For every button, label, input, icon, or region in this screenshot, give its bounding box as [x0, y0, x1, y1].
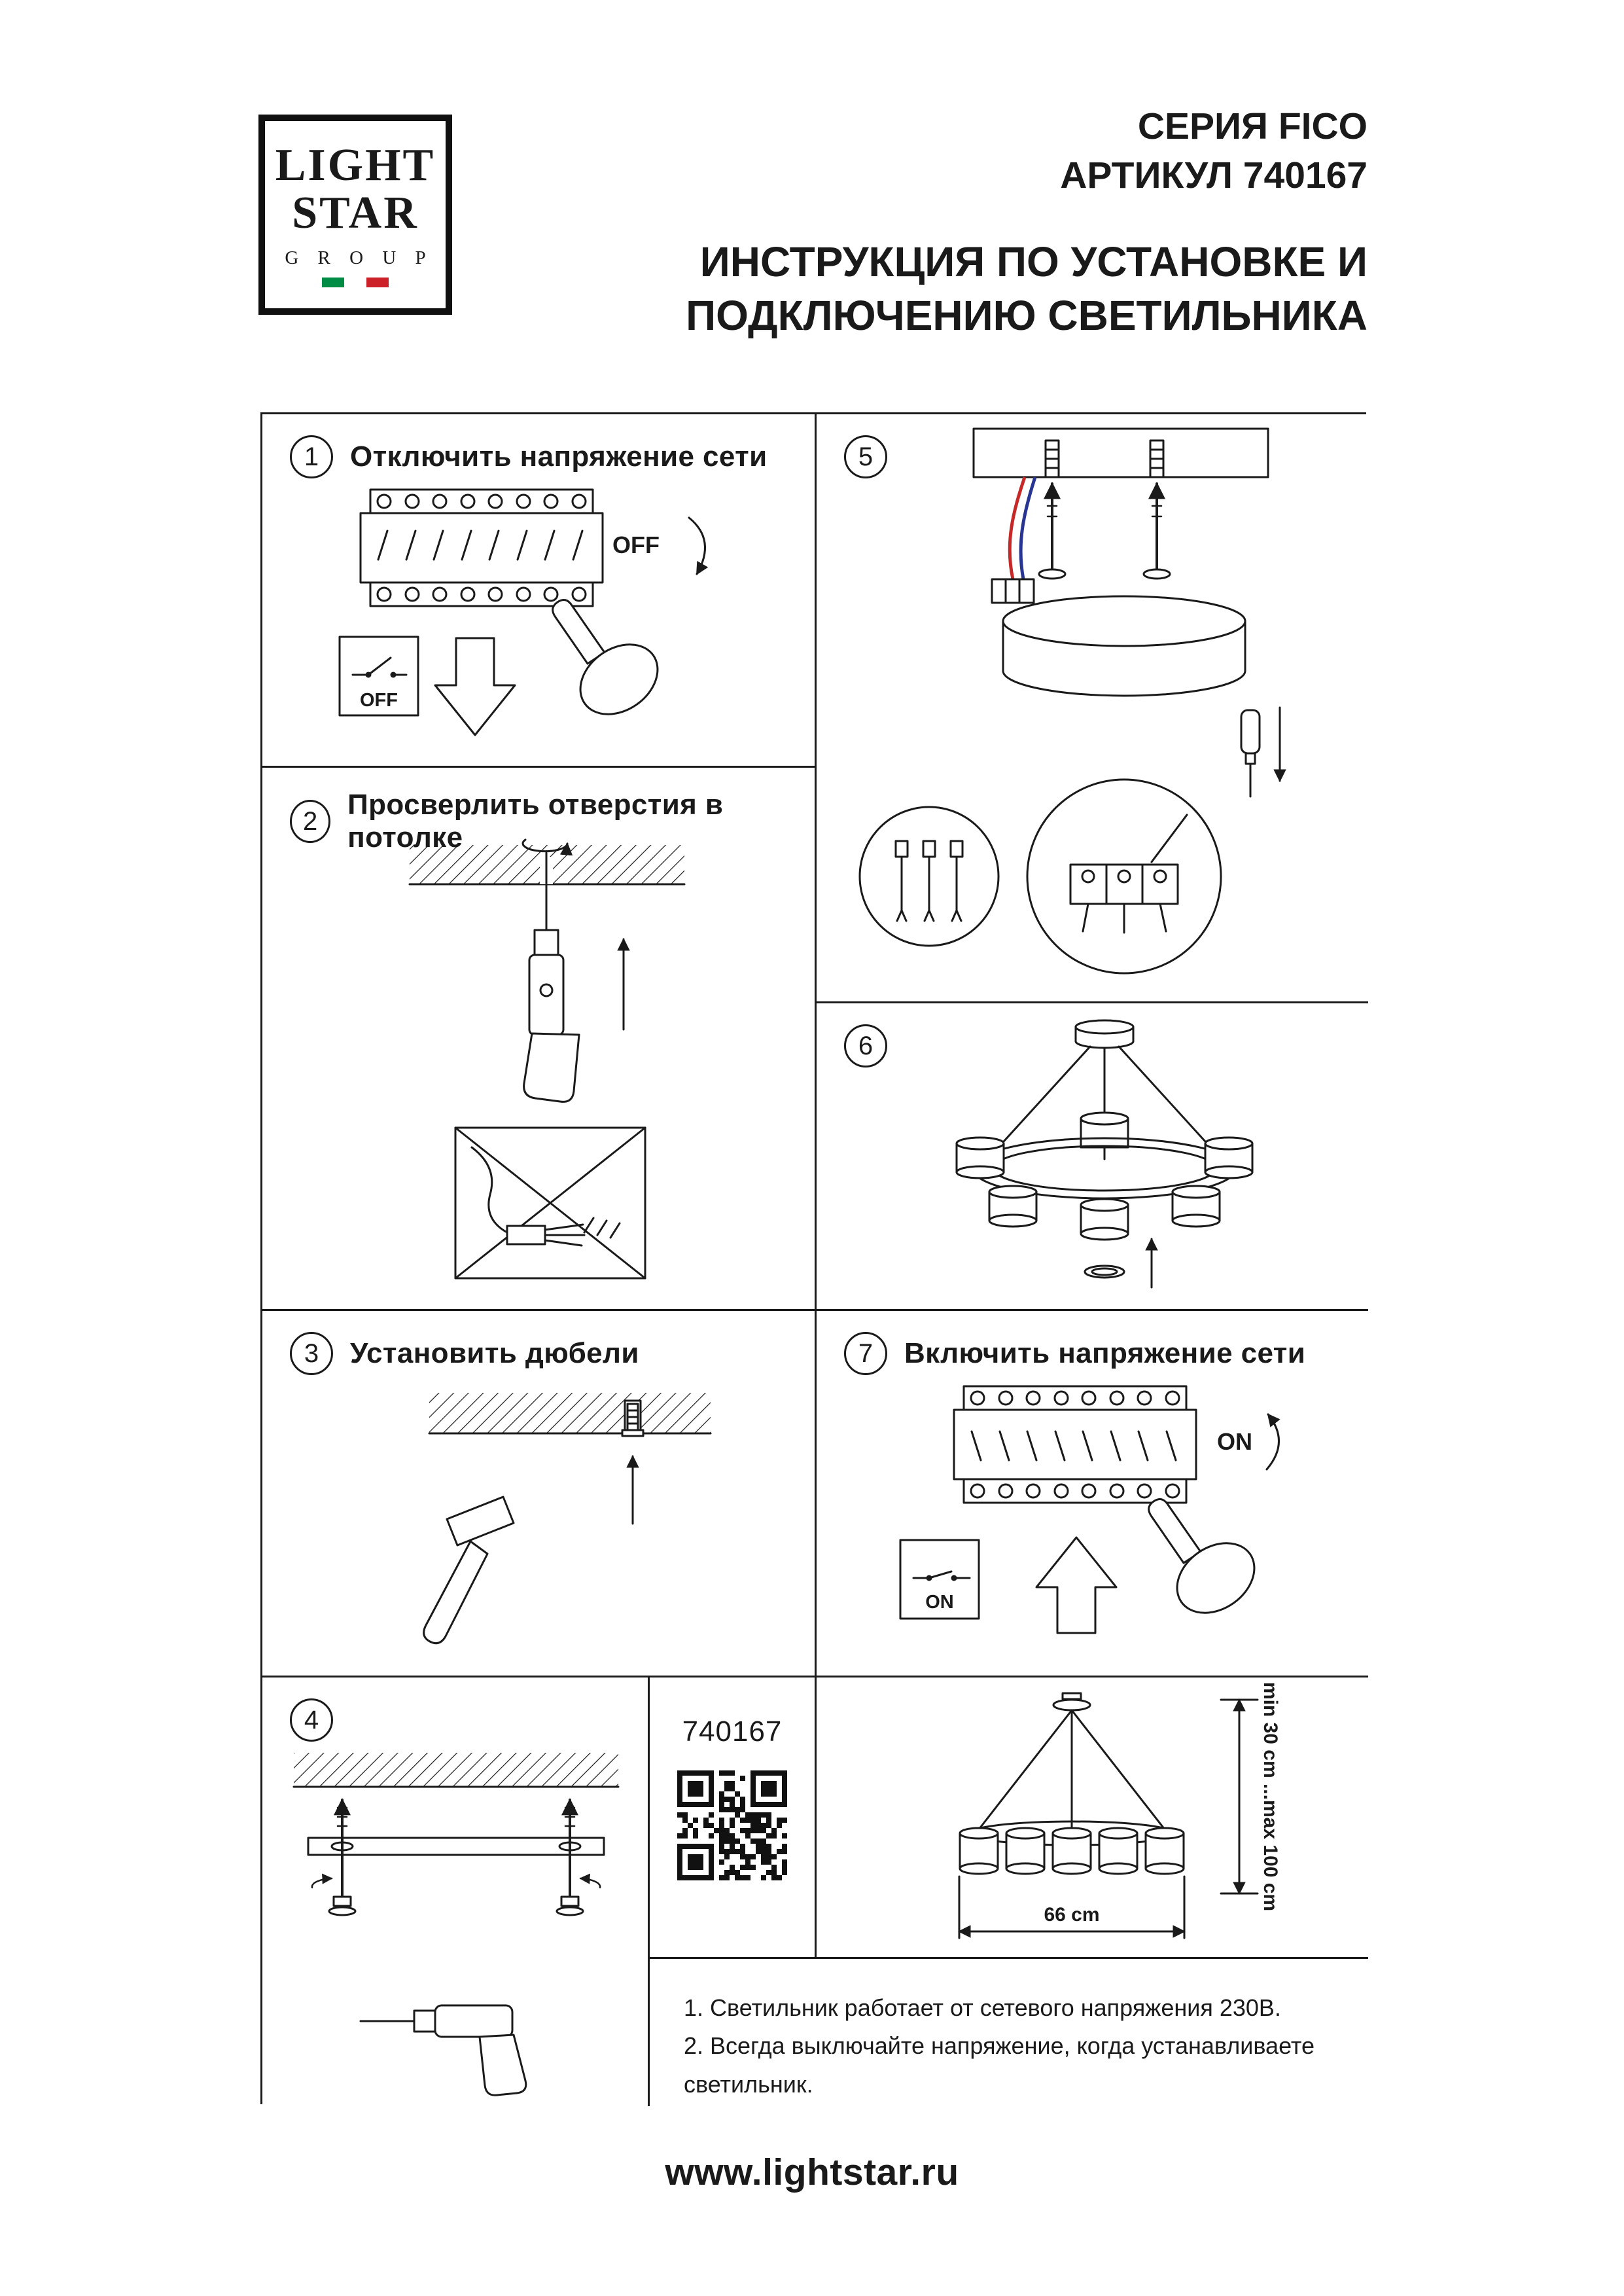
down-arrow-icon	[434, 637, 516, 736]
lightstar-logo: LIGHT STAR G R O U P	[258, 115, 452, 315]
step-4-number: 4	[290, 1698, 333, 1742]
step-5-number: 5	[844, 435, 887, 478]
switch-off-icon: OFF	[338, 636, 419, 717]
step-2-cell: 2 Просверлить отверстия в потолке	[262, 768, 817, 1311]
step-4-cell: 4	[262, 1677, 650, 2106]
breaker-on-diagram: ON ON	[899, 1385, 1280, 1634]
step-3-label: Установить дюбели	[350, 1337, 639, 1369]
document-header: СЕРИЯ FICO АРТИКУЛ 740167 ИНСТРУКЦИЯ ПО …	[686, 102, 1368, 343]
blue-wire	[1019, 476, 1037, 580]
logo-word-star: STAR	[292, 187, 419, 238]
article-number: 740167	[682, 1715, 783, 1748]
step-5-cell: 5	[817, 414, 1368, 1003]
article-title: АРТИКУЛ 740167	[1060, 154, 1368, 197]
logo-word-group: G R O U P	[285, 247, 433, 269]
step-6-number: 6	[844, 1024, 887, 1067]
page-title-line2: ПОДКЛЮЧЕНИЮ СВЕТИЛЬНИКА	[686, 292, 1368, 340]
step-1-number: 1	[290, 435, 333, 478]
hand-icon	[1148, 1498, 1256, 1614]
hidden-cable-warning-icon	[454, 1126, 646, 1280]
italy-flag	[322, 278, 389, 288]
page-title-line1: ИНСТРУКЦИЯ ПО УСТАНОВКЕ И	[699, 238, 1368, 286]
terminal-detail-circle	[1026, 778, 1222, 975]
dimensions-cell: min 30 cm ...max 100 cm 66 cm	[817, 1677, 1368, 1959]
shade-cylinders	[959, 1827, 1185, 1875]
notes-cell: 1. Светильник работает от сетевого напря…	[650, 1959, 1368, 2106]
website-url: www.lightstar.ru	[665, 2151, 959, 2193]
instruction-grid: 1 Отключить напряжение сети OFF	[260, 412, 1368, 2106]
step-6-cell: 6	[817, 1003, 1368, 1311]
step-7-label: Включить напряжение сети	[904, 1337, 1306, 1369]
shade-cylinders	[955, 1136, 1254, 1241]
step-2-label: Просверлить отверстия в потолке	[347, 789, 724, 853]
step-2-header: 2 Просверлить отверстия в потолке	[290, 789, 815, 854]
height-range-label: min 30 cm ...max 100 cm	[1260, 1682, 1281, 1911]
step-7-number: 7	[844, 1332, 887, 1375]
wiring-mount-diagram	[858, 427, 1286, 975]
hammer-icon	[423, 1496, 515, 1645]
red-wire	[1008, 476, 1027, 580]
power-screwdriver-icon	[359, 2004, 527, 2096]
step-1-cell: 1 Отключить напряжение сети OFF	[262, 414, 817, 768]
breaker-on-label: ON	[1217, 1428, 1252, 1455]
step-3-header: 3 Установить дюбели	[290, 1332, 639, 1375]
step-3-number: 3	[290, 1332, 333, 1375]
switch-on-icon: ON	[899, 1539, 980, 1620]
dowel-hammer-diagram	[423, 1393, 712, 1645]
step-4-header: 4	[290, 1698, 333, 1742]
dimensions-diagram: min 30 cm ...max 100 cm 66 cm	[958, 1682, 1281, 1939]
qr-code	[677, 1770, 787, 1880]
width-label: 66 cm	[1044, 1904, 1099, 1926]
switch-on-label: ON	[925, 1592, 954, 1613]
logo-word-light: LIGHT	[275, 139, 436, 190]
wire-ends-detail-circle	[858, 806, 1000, 947]
step-5-header: 5	[844, 435, 887, 478]
breaker-off-label: OFF	[612, 531, 660, 558]
step-6-header: 6	[844, 1024, 887, 1067]
step-2-number: 2	[290, 800, 331, 843]
step-1-label: Отключить напряжение сети	[350, 440, 768, 473]
page-title: ИНСТРУКЦИЯ ПО УСТАНОВКЕ И ПОДКЛЮЧЕНИЮ СВ…	[686, 236, 1368, 343]
breaker-off-diagram: OFF OFF	[338, 488, 709, 736]
drill-ceiling-diagram	[408, 838, 686, 1280]
up-arrow-icon	[1035, 1536, 1118, 1634]
hand-icon	[552, 598, 659, 715]
note-line-2: 2. Всегда выключайте напряжение, когда у…	[684, 2032, 1315, 2098]
mounting-bar-diagram	[292, 1753, 620, 2096]
screwdriver-icon	[1240, 709, 1261, 798]
qr-cell: 740167	[650, 1677, 817, 1959]
step-3-cell: 3 Установить дюбели	[262, 1311, 817, 1677]
step-1-header: 1 Отключить напряжение сети	[290, 435, 768, 478]
switch-off-label: OFF	[360, 690, 398, 711]
note-line-1: 1. Светильник работает от сетевого напря…	[684, 1994, 1281, 2021]
step-7-cell: 7 Включить напряжение сети ON	[817, 1311, 1368, 1677]
chandelier-assembly-diagram	[955, 1019, 1254, 1289]
series-title: СЕРИЯ FICO	[1137, 105, 1368, 147]
step-7-header: 7 Включить напряжение сети	[844, 1332, 1305, 1375]
